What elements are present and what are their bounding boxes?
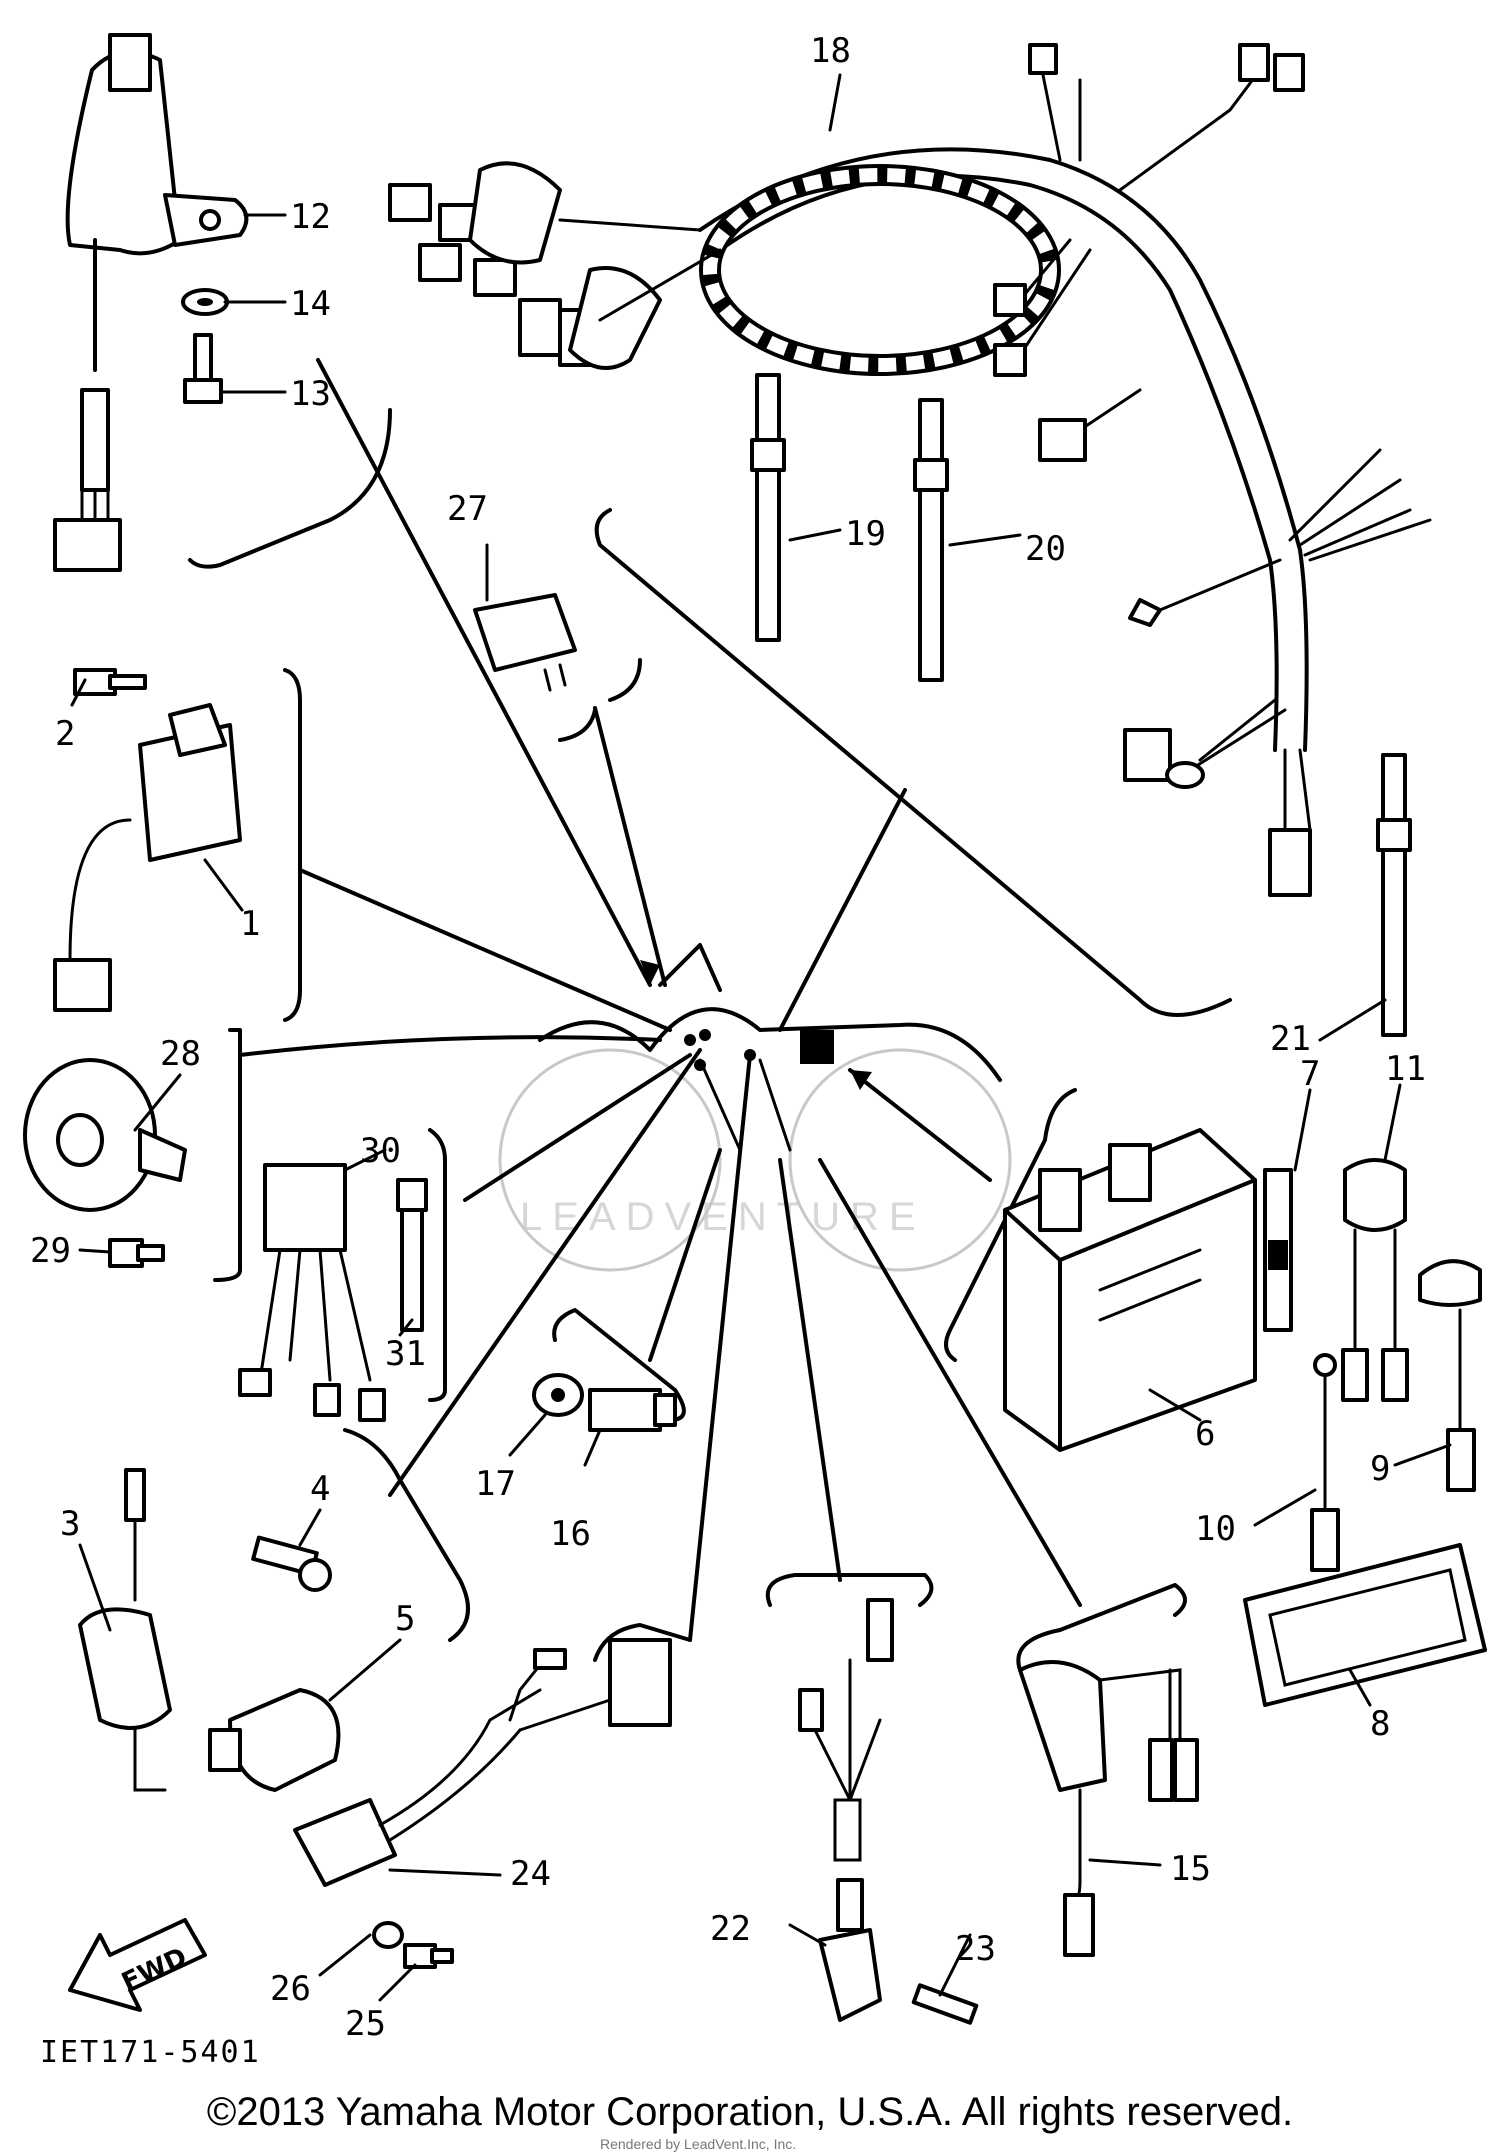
battery-part-6 [1003, 1128, 1257, 1452]
watermark: LEADVENTURE [520, 1195, 926, 1239]
spark-plug-cap-part-15 [1018, 1660, 1199, 1957]
cable-tie-part-20 [913, 398, 949, 682]
bolt-part-4 [251, 1535, 332, 1592]
label-16: 16 [550, 1514, 591, 1554]
washer-part-14 [181, 288, 229, 316]
horn-part-28 [23, 1058, 187, 1212]
label-14: 14 [290, 284, 331, 324]
igniter-coil-part-3 [78, 1468, 172, 1792]
label-12: 12 [290, 197, 331, 237]
label-6: 6 [1195, 1414, 1215, 1454]
label-3: 3 [60, 1504, 80, 1544]
label-22: 22 [710, 1909, 751, 1949]
flasher-relay-part-30 [238, 1163, 386, 1422]
bolt-part-25 [403, 1943, 454, 1969]
bolt-part-13 [183, 333, 223, 404]
label-23: 23 [955, 1929, 996, 1969]
spark-plug-cap-part-5 [208, 1688, 341, 1792]
relay-part-27 [473, 593, 577, 692]
switch-part-16 [588, 1388, 677, 1432]
label-21: 21 [1270, 1019, 1311, 1059]
label-17: 17 [475, 1464, 516, 1504]
leader-lines [238, 358, 1082, 1642]
label-1: 1 [240, 904, 260, 944]
battery-location-marker [800, 1030, 834, 1064]
battery-case-part-8 [1243, 1543, 1487, 1707]
label-28: 28 [160, 1034, 201, 1074]
washer-part-17 [532, 1373, 584, 1417]
cable-tie-part-21 [1376, 753, 1412, 1037]
label-2: 2 [55, 714, 75, 754]
label-26: 26 [270, 1969, 311, 2009]
label-8: 8 [1370, 1704, 1390, 1744]
render-credit: Rendered by LeadVent.Inc, Inc. [600, 2136, 797, 2152]
label-7: 7 [1300, 1054, 1320, 1094]
label-31: 31 [385, 1334, 426, 1374]
label-15: 15 [1170, 1849, 1211, 1889]
wire-harness-part-18 [388, 43, 1432, 897]
bolt-part-2 [73, 668, 147, 696]
label-11: 11 [1385, 1049, 1426, 1089]
battery-lead-part-9 [1418, 1259, 1482, 1492]
bracket-groups [188, 408, 1232, 1672]
rectifier-part-1 [53, 703, 242, 1012]
forward-arrow-icon: FWD [68, 1918, 207, 2012]
bolt-part-29 [108, 1238, 165, 1268]
bolt-part-23 [911, 1983, 979, 2025]
label-30: 30 [360, 1131, 401, 1171]
fuse-holder-part-11 [1341, 1158, 1409, 1402]
diagram-code: IET171-5401 [40, 2035, 261, 2070]
cable-tie-part-19 [750, 373, 786, 642]
cdi-unit-part-24 [293, 1638, 672, 1887]
label-9: 9 [1370, 1449, 1390, 1489]
callout-leaders [70, 73, 1452, 2002]
part-number-labels: 12 14 13 18 19 20 21 27 2 1 28 30 29 31 … [30, 31, 1426, 2044]
washer-part-26 [372, 1921, 404, 1949]
label-20: 20 [1025, 529, 1066, 569]
label-24: 24 [510, 1854, 551, 1894]
motorcycle-frame-outline [498, 943, 1012, 1272]
main-switch-part-12 [53, 33, 249, 572]
sensor-part-22 [798, 1598, 894, 2022]
battery-lead-part-10 [1310, 1353, 1340, 1572]
label-13: 13 [290, 374, 331, 414]
label-4: 4 [310, 1469, 330, 1509]
battery-band-part-7 [1263, 1168, 1293, 1332]
label-25: 25 [345, 2004, 386, 2044]
label-5: 5 [395, 1599, 415, 1639]
label-19: 19 [845, 514, 886, 554]
label-18: 18 [810, 31, 851, 71]
label-27: 27 [447, 489, 488, 529]
cable-tie-part-31 [396, 1178, 428, 1332]
label-10: 10 [1195, 1509, 1236, 1549]
label-29: 29 [30, 1231, 71, 1271]
copyright-notice: ©2013 Yamaha Motor Corporation, U.S.A. A… [206, 2090, 1294, 2134]
